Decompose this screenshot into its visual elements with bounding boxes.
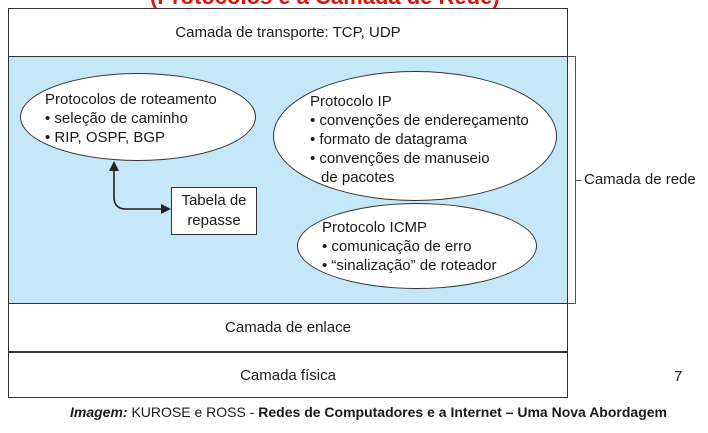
transport-layer-box: Camada de transporte: TCP, UDP [8, 8, 568, 56]
routing-protocols-title: Protocolos de roteamento [45, 91, 217, 108]
caption-book: Redes de Computadores e a Internet – Uma… [258, 404, 667, 420]
routing-protocols-ellipse: Protocolos de roteamento seleção de cami… [20, 73, 256, 161]
icmp-item: “sinalização” de roteador [322, 256, 496, 275]
ip-item: formato de datagrama [310, 130, 529, 149]
ip-protocol-title: Protocolo IP [310, 93, 392, 110]
page-number: 7 [674, 368, 683, 385]
transport-layer-label: Camada de transporte: TCP, UDP [175, 24, 401, 41]
physical-layer-label: Camada física [240, 366, 336, 384]
forwarding-table-label: repasse [187, 212, 241, 229]
forwarding-table-box: Tabela de repasse [171, 187, 257, 235]
bracket-tick [576, 180, 581, 181]
icmp-protocol-ellipse: Protocolo ICMP comunicação de erro “sina… [297, 203, 537, 289]
icmp-protocol-title: Protocolo ICMP [322, 219, 428, 236]
caption-authors: KUROSE e ROSS - [127, 404, 259, 420]
network-layer-box: Protocolos de roteamento seleção de cami… [8, 56, 568, 304]
ip-item: de pacotes [321, 169, 395, 186]
link-layer-box: Camada de enlace [8, 304, 568, 352]
image-caption: Imagem: KUROSE e ROSS - Redes de Computa… [70, 404, 667, 420]
ip-item: convenções de manuseio [310, 149, 529, 168]
caption-prefix: Imagem: [70, 404, 128, 420]
slide-title-fragment: (Protocolos e a Camada de Rede) [150, 0, 570, 8]
ip-item: convenções de endereçamento [310, 111, 528, 130]
forwarding-arrow [109, 161, 171, 214]
routing-item: seleção de caminho [45, 109, 217, 128]
network-layer-bracket [568, 56, 576, 304]
link-layer-label: Camada de enlace [225, 319, 351, 336]
forwarding-table-label: Tabela de [181, 192, 247, 209]
physical-layer-box: Camada física [8, 352, 568, 398]
network-layer-side-label: Camada de rede [584, 171, 696, 188]
routing-item: RIP, OSPF, BGP [45, 128, 217, 147]
icmp-item: comunicação de erro [322, 237, 497, 256]
ip-protocol-ellipse: Protocolo IP convenções de endereçamento… [273, 71, 557, 201]
